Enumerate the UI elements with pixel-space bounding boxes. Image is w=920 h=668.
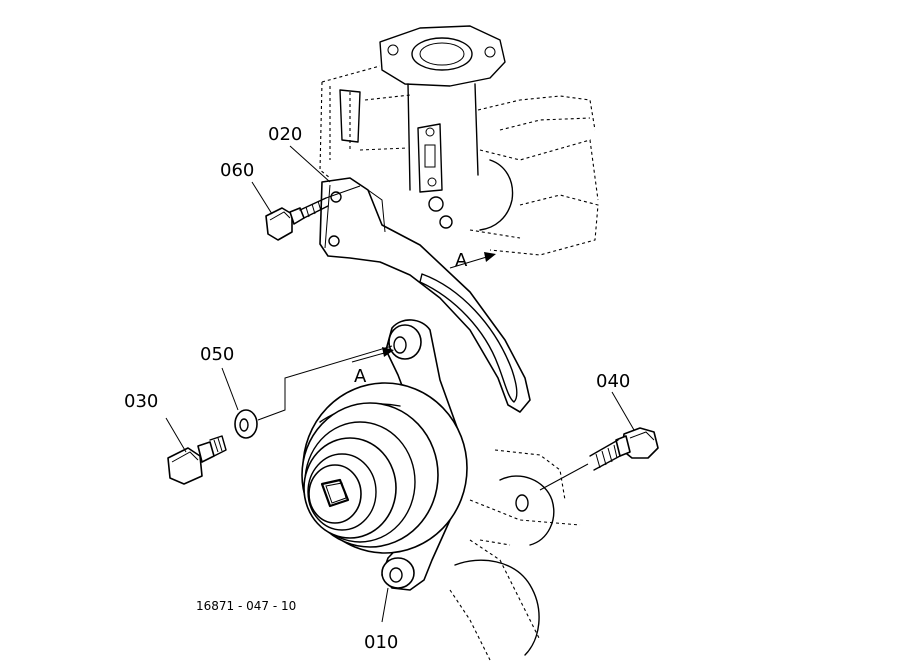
tension-bracket (319, 177, 531, 413)
callout-050: 050 (200, 344, 234, 365)
callout-020: 020 (268, 124, 302, 145)
view-marker-upper: A (455, 250, 468, 271)
washer-050 (234, 409, 258, 439)
callout-040: 040 (596, 371, 630, 392)
bolt-060 (265, 185, 361, 241)
figure-reference: 16871 - 047 - 10 (196, 599, 296, 613)
view-marker-lower: A (354, 366, 367, 387)
view-arrow-lower (351, 347, 394, 363)
assembly-leader-washer (257, 345, 393, 421)
bolt-040 (539, 427, 659, 491)
callout-030: 030 (124, 391, 158, 412)
tension-pulley-assembly (301, 319, 468, 591)
bolt-030 (167, 435, 227, 485)
engine-block (319, 25, 599, 661)
callout-010: 010 (364, 632, 398, 653)
callout-060: 060 (220, 160, 254, 181)
callout-leaders (165, 145, 635, 623)
view-arrow-upper (449, 252, 496, 269)
